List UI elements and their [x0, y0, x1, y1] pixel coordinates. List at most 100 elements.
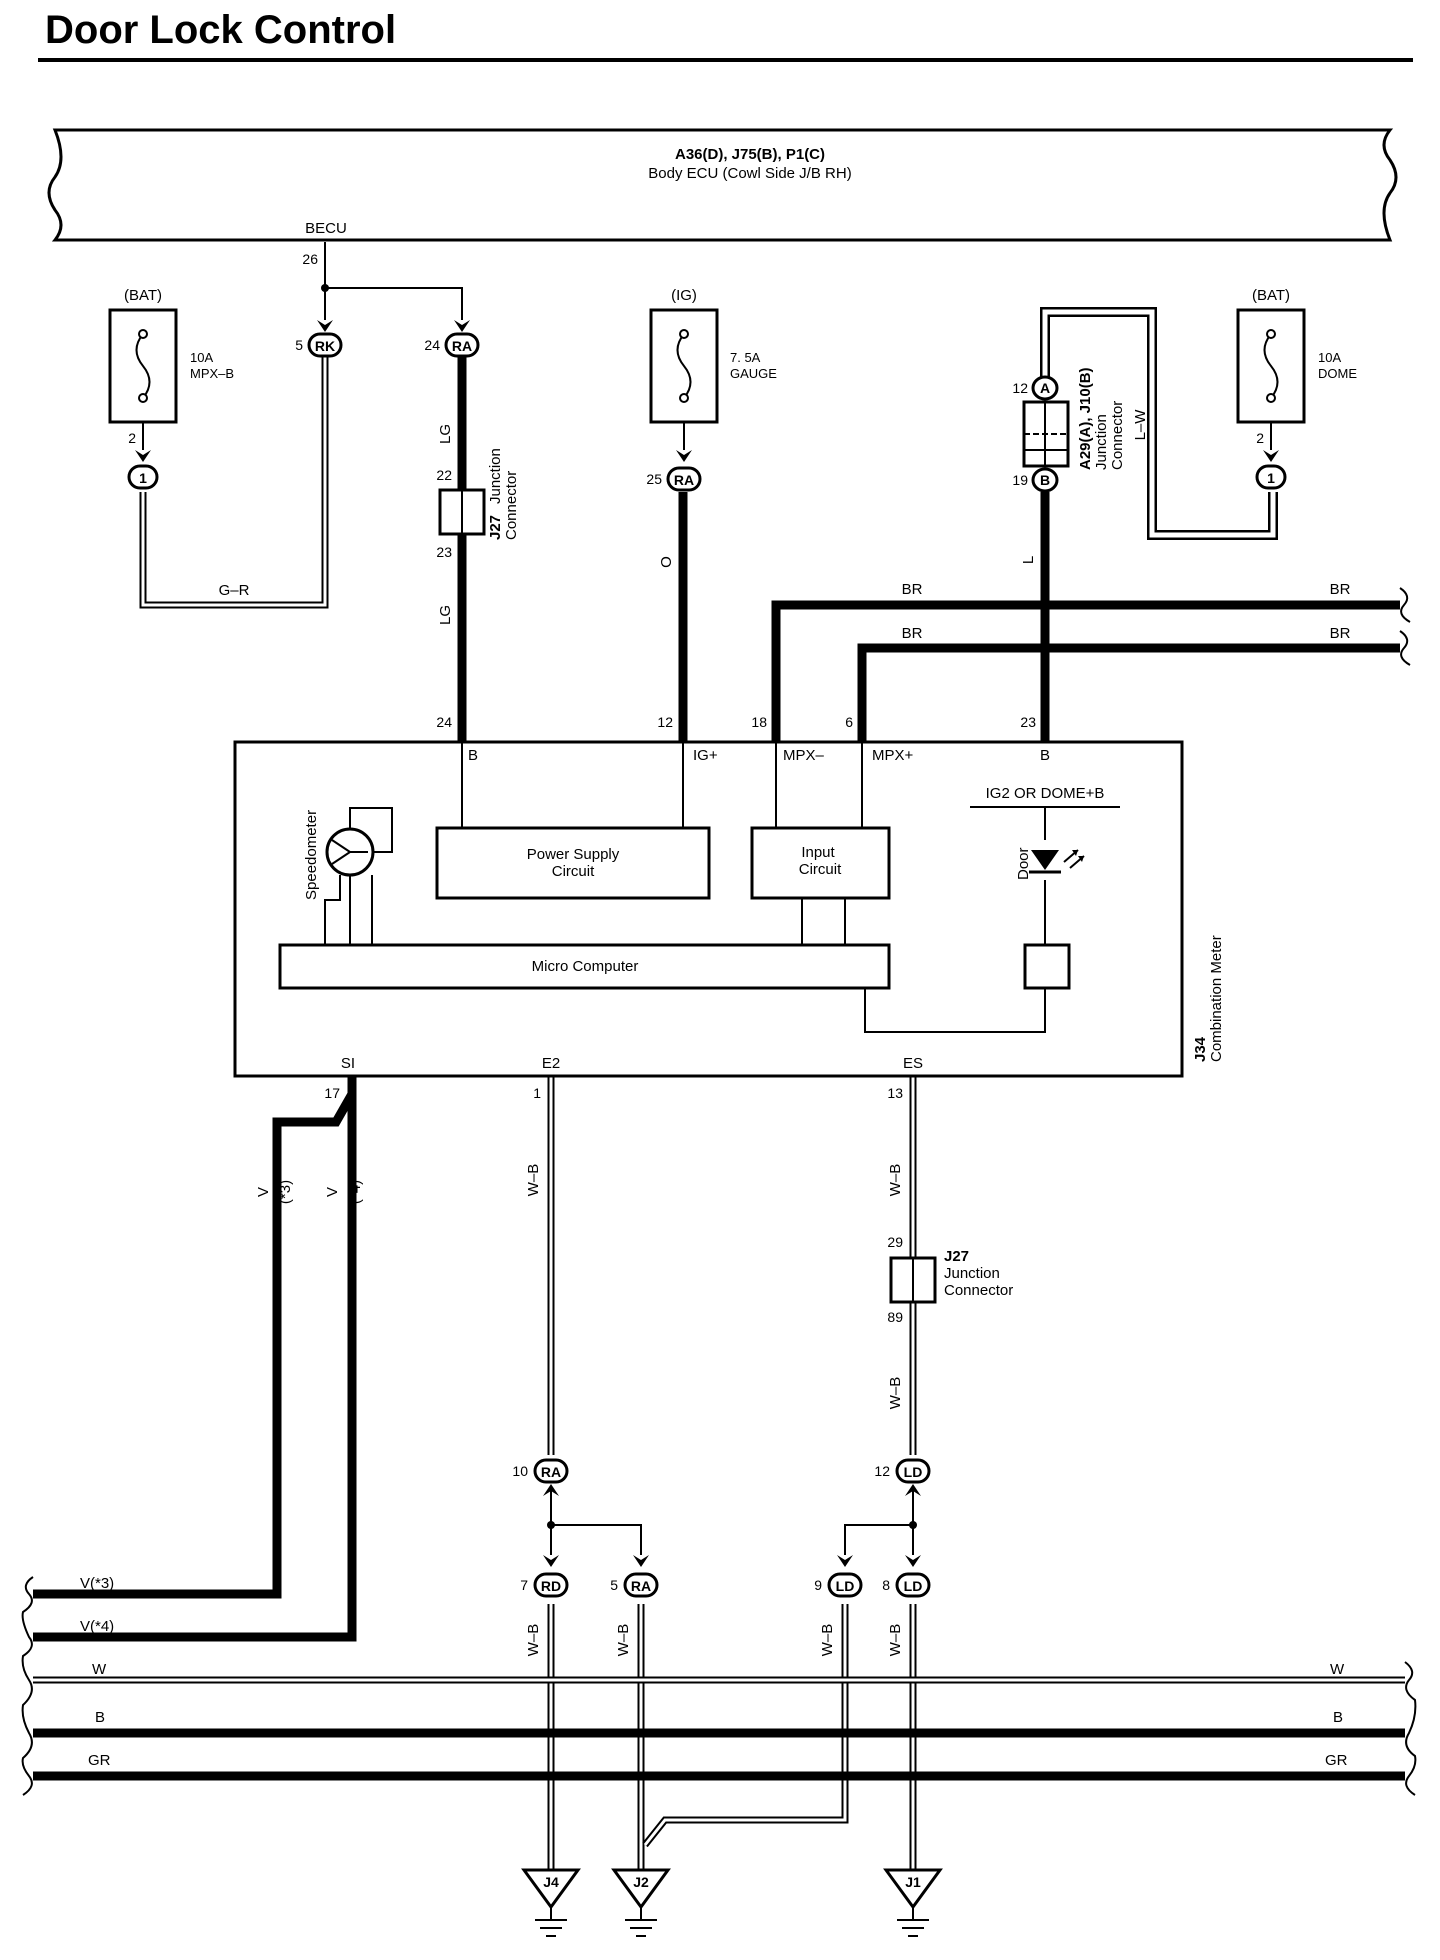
svg-text:2: 2: [128, 430, 136, 446]
svg-text:J27: J27: [944, 1248, 969, 1265]
junction-a29-j10: 12 A 19 B A29(A), J10(B) Junction Connec…: [1012, 367, 1126, 493]
svg-text:SI: SI: [341, 1055, 355, 1072]
power-supply-circuit-box: [435, 826, 711, 900]
svg-text:29: 29: [887, 1234, 903, 1250]
label-o: O: [658, 556, 675, 568]
svg-text:24: 24: [436, 714, 452, 730]
connector-rk5: 5 RK: [295, 320, 343, 358]
svg-text:A: A: [1040, 380, 1050, 396]
svg-text:Junction: Junction: [487, 448, 504, 504]
micro-computer-box: [278, 943, 891, 990]
svg-text:Micro Computer: Micro Computer: [532, 958, 639, 975]
svg-text:18: 18: [751, 714, 767, 730]
svg-text:RA: RA: [452, 338, 472, 354]
becu-pin: 26: [302, 251, 318, 267]
svg-text:Speedometer: Speedometer: [303, 810, 320, 900]
svg-text:RK: RK: [315, 338, 335, 354]
svg-text:12: 12: [1012, 380, 1028, 396]
svg-text:J2: J2: [633, 1874, 649, 1890]
svg-text:10A: 10A: [190, 350, 213, 365]
svg-text:J4: J4: [543, 1874, 559, 1890]
label-w-b-rd7: W–B: [525, 1624, 542, 1657]
svg-text:IG+: IG+: [693, 747, 718, 764]
label-lg-lower: LG: [437, 605, 454, 625]
wb-ld9-to-j2: [643, 1604, 847, 1846]
label-lg-upper: LG: [437, 424, 454, 444]
svg-text:RA: RA: [631, 1578, 651, 1594]
v4-wire: [33, 1076, 357, 1642]
svg-text:(BAT): (BAT): [124, 287, 162, 304]
svg-text:5: 5: [295, 337, 303, 353]
label-v-4: V: [324, 1187, 341, 1197]
svg-text:2: 2: [1256, 430, 1264, 446]
body-ecu-ref: A36(D), J75(B), P1(C): [675, 146, 825, 163]
svg-text:Door: Door: [1015, 847, 1032, 880]
label-b-left: B: [95, 1709, 105, 1726]
label-l: L: [1020, 556, 1037, 564]
svg-text:Circuit: Circuit: [552, 863, 595, 880]
becu-branch-wire: [324, 242, 463, 320]
ground-j4-icon: J4: [521, 1868, 581, 1937]
svg-text:B: B: [1040, 472, 1050, 488]
svg-text:J34: J34: [1192, 1036, 1209, 1062]
svg-text:19: 19: [1012, 472, 1028, 488]
connector-ld8: 8 LD: [882, 1555, 931, 1598]
ld12-splice-wire: [844, 1490, 914, 1555]
junction-j27-top: 22 23 J27 Junction Connector: [436, 448, 520, 560]
svg-text:GAUGE: GAUGE: [730, 366, 777, 381]
svg-text:23: 23: [436, 544, 452, 560]
page-title: Door Lock Control: [45, 8, 397, 52]
svg-text:LD: LD: [904, 1578, 923, 1594]
svg-text:Combination Meter: Combination Meter: [1208, 935, 1225, 1062]
v3-wire: [33, 1076, 357, 1599]
svg-text:17: 17: [324, 1085, 340, 1101]
label-note-4: (*4): [347, 1180, 364, 1204]
label-v3-bus: V(*3): [80, 1575, 114, 1592]
svg-text:(BAT): (BAT): [1252, 287, 1290, 304]
svg-text:Junction: Junction: [1093, 414, 1110, 470]
svg-text:8: 8: [882, 1577, 890, 1593]
svg-text:23: 23: [1020, 714, 1036, 730]
input-circuit-box: [750, 826, 891, 900]
ground-j1-icon: J1: [883, 1868, 943, 1937]
svg-text:6: 6: [845, 714, 853, 730]
speedometer-icon: Speedometer: [303, 807, 393, 945]
svg-text:7: 7: [520, 1577, 528, 1593]
connector-ld12: 12 LD: [874, 1458, 931, 1496]
svg-text:RA: RA: [674, 472, 694, 488]
label-w-b-e2: W–B: [525, 1164, 542, 1197]
svg-text:10A: 10A: [1318, 350, 1341, 365]
svg-text:Power Supply: Power Supply: [527, 846, 620, 863]
svg-text:12: 12: [657, 714, 673, 730]
label-br-4: BR: [1330, 625, 1351, 642]
svg-text:MPX–B: MPX–B: [190, 366, 234, 381]
svg-text:12: 12: [874, 1463, 890, 1479]
svg-text:22: 22: [436, 467, 452, 483]
label-br-3: BR: [1330, 581, 1351, 598]
svg-text:IG2 OR DOME+B: IG2 OR DOME+B: [986, 785, 1105, 802]
combination-meter: 24 B 12 IG+ 18 MPX– 6 MPX+ 23 B Power Su…: [233, 714, 1225, 1101]
g-r-wire: [141, 354, 327, 607]
svg-text:Connector: Connector: [503, 471, 520, 540]
svg-text:25: 25: [646, 471, 662, 487]
svg-text:Input: Input: [801, 844, 835, 861]
label-l-w: L–W: [1132, 409, 1149, 441]
door-indicator-led-icon: Door: [1015, 847, 1085, 880]
label-w-b-ld8: W–B: [887, 1624, 904, 1657]
svg-text:LD: LD: [904, 1464, 923, 1480]
svg-text:1: 1: [1267, 470, 1275, 486]
svg-text:J27: J27: [487, 515, 504, 540]
svg-text:LD: LD: [836, 1578, 855, 1594]
becu-terminal: BECU: [305, 220, 347, 237]
title-rule: [38, 58, 1413, 62]
svg-text:(IG): (IG): [671, 287, 697, 304]
connector-ra25: 25 RA: [646, 466, 702, 492]
splice-dot: [321, 284, 329, 292]
svg-text:Junction: Junction: [944, 1265, 1000, 1282]
connector-ra5: 5 RA: [610, 1555, 659, 1598]
svg-text:Circuit: Circuit: [799, 861, 842, 878]
connector-ld9: 9 LD: [814, 1555, 863, 1598]
svg-text:A29(A), J10(B): A29(A), J10(B): [1077, 367, 1094, 470]
label-br-1: BR: [902, 581, 923, 598]
